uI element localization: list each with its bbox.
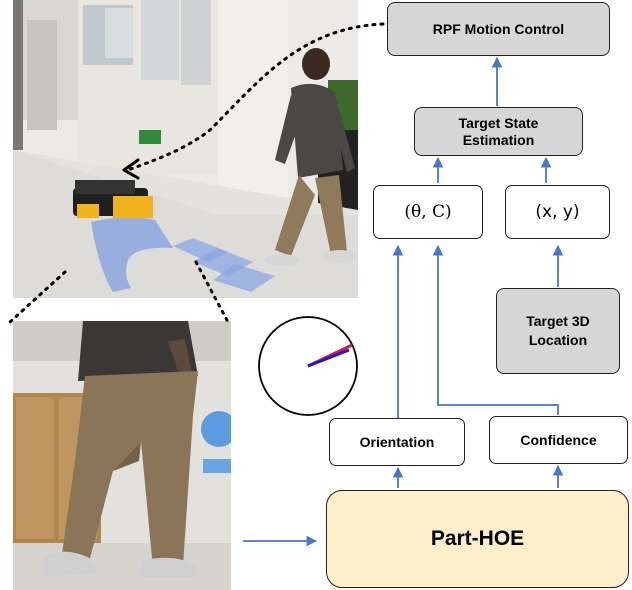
- rpf-motion-control-box: RPF Motion Control: [387, 2, 610, 56]
- arrow-confidence-to-theta: [432, 244, 559, 415]
- legs-crop-photo: [13, 321, 231, 590]
- orientation-dial: [258, 316, 358, 416]
- dotted-link-to-rpf: [126, 22, 385, 172]
- target-3d-location-box: Target 3D Location: [496, 288, 620, 374]
- orientation-box: Orientation: [329, 418, 465, 466]
- theta-c-box: (θ, C): [373, 185, 483, 239]
- dotted-crop-right: [194, 260, 230, 324]
- target-state-estimation-box: Target State Estimation: [414, 107, 583, 156]
- confidence-box: Confidence: [489, 416, 628, 464]
- dotted-crop-left: [8, 270, 67, 324]
- part-hoe-box: Part-HOE: [326, 490, 629, 588]
- dotted-arrowhead-robot: [122, 158, 140, 180]
- xy-box: (x, y): [505, 185, 610, 239]
